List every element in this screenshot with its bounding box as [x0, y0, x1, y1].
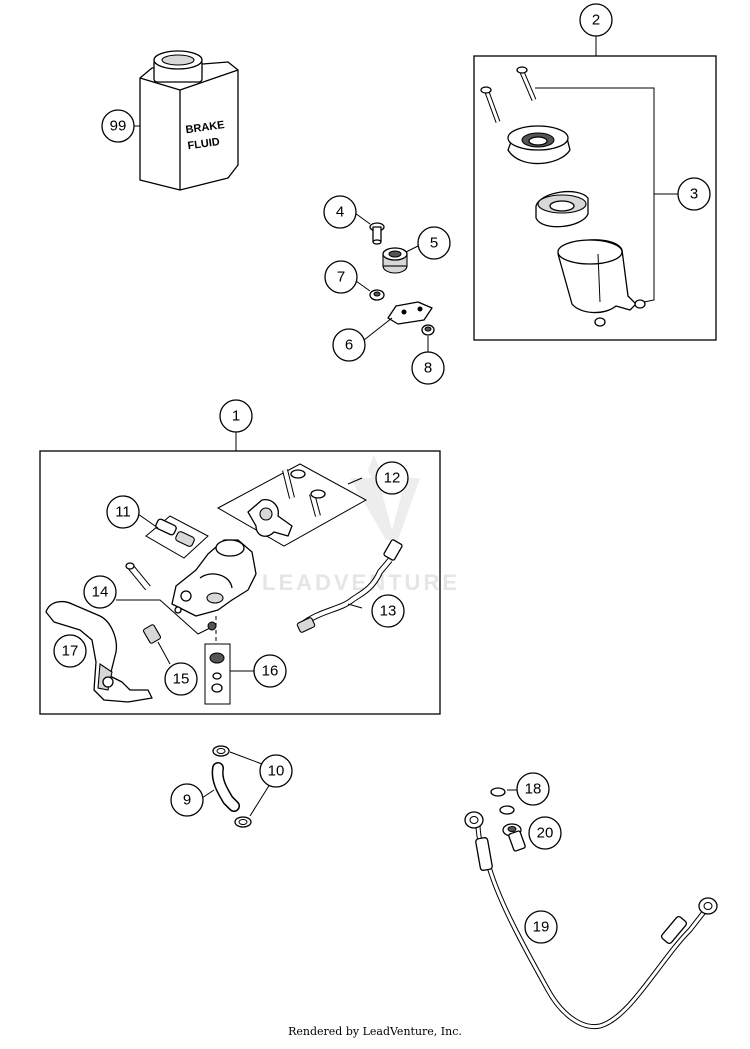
svg-text:12: 12 — [384, 470, 401, 487]
pin-part-14[interactable] — [125, 562, 151, 591]
part-nut-8[interactable] — [421, 324, 435, 336]
brake-fluid-bottle[interactable]: BRAKE FLUID — [139, 50, 239, 191]
callout-4[interactable]: 4 — [323, 195, 357, 229]
callout-11[interactable]: 11 — [106, 495, 140, 529]
callout-2[interactable]: 2 — [579, 3, 613, 37]
callout-15[interactable]: 15 — [164, 662, 198, 696]
piston-part-11[interactable] — [155, 518, 195, 547]
svg-text:15: 15 — [173, 671, 190, 688]
brake-line-19[interactable] — [464, 811, 718, 1030]
adjuster-part-15[interactable] — [142, 624, 162, 644]
master-cylinder-body[interactable] — [171, 539, 257, 617]
seal-part-16[interactable] — [209, 652, 225, 693]
master-cylinder-kit-box — [39, 450, 441, 715]
callout-12[interactable]: 12 — [375, 461, 409, 495]
bottle-label-brake: BRAKE — [185, 119, 225, 136]
callout-1[interactable]: 1 — [219, 399, 253, 433]
svg-text:7: 7 — [337, 269, 345, 286]
callout-20[interactable]: 20 — [528, 816, 562, 850]
leadventure-watermark: LEADVENTURE — [262, 455, 460, 595]
banjo-bolt-20[interactable] — [502, 823, 526, 852]
svg-text:2: 2 — [592, 12, 600, 29]
callout-16[interactable]: 16 — [253, 654, 287, 688]
svg-text:13: 13 — [380, 603, 397, 620]
reservoir-diaphragm[interactable] — [535, 190, 589, 228]
callout-17[interactable]: 17 — [53, 634, 87, 668]
svg-text:19: 19 — [533, 919, 550, 936]
callout-9[interactable]: 9 — [170, 783, 204, 817]
watermark-text: LEADVENTURE — [262, 570, 460, 595]
switch-cable-13[interactable] — [296, 539, 403, 633]
clamp-part-12[interactable] — [247, 469, 326, 537]
callout-7[interactable]: 7 — [324, 260, 358, 294]
pivot-nut[interactable] — [207, 621, 217, 631]
callout-14[interactable]: 14 — [83, 575, 117, 609]
hose-clamps-10[interactable] — [212, 745, 252, 828]
callout-3[interactable]: 3 — [677, 177, 711, 211]
callout-10[interactable]: 10 — [259, 754, 293, 788]
svg-text:16: 16 — [262, 663, 279, 680]
svg-text:9: 9 — [183, 792, 191, 809]
svg-text:1: 1 — [232, 408, 240, 425]
svg-text:8: 8 — [424, 360, 432, 377]
svg-text:18: 18 — [525, 781, 542, 798]
svg-text:17: 17 — [62, 643, 79, 660]
svg-text:4: 4 — [336, 204, 344, 221]
bottle-label-fluid: FLUID — [187, 136, 221, 152]
seal-rings-18[interactable] — [490, 787, 515, 815]
reservoir-cap[interactable] — [507, 125, 571, 165]
svg-text:11: 11 — [115, 504, 131, 521]
svg-text:5: 5 — [430, 235, 438, 252]
callout-5[interactable]: 5 — [417, 226, 451, 260]
callout-8[interactable]: 8 — [411, 351, 445, 385]
callout-6[interactable]: 6 — [332, 328, 366, 362]
callout-19[interactable]: 19 — [524, 910, 558, 944]
footer-credit: Rendered by LeadVenture, Inc. — [288, 1025, 462, 1038]
svg-text:10: 10 — [268, 763, 285, 780]
svg-text:3: 3 — [690, 186, 698, 203]
seal-kit-box — [204, 643, 231, 705]
callout-13[interactable]: 13 — [371, 594, 405, 628]
svg-text:14: 14 — [92, 584, 109, 601]
callout-18[interactable]: 18 — [516, 772, 550, 806]
callout-99[interactable]: 99 — [101, 109, 135, 143]
part-bracket-6[interactable] — [387, 301, 433, 325]
reservoir-screws[interactable] — [480, 66, 537, 123]
reservoir-body[interactable] — [557, 239, 646, 327]
part-screw-4[interactable] — [369, 222, 385, 245]
svg-text:6: 6 — [345, 337, 353, 354]
part-nut-7[interactable] — [369, 289, 385, 301]
hose-part-9[interactable] — [211, 762, 240, 812]
svg-text:20: 20 — [537, 825, 554, 842]
brake-lever-17[interactable] — [45, 600, 153, 703]
part-grommet-5[interactable] — [382, 247, 408, 274]
reservoir-kit-box — [473, 55, 717, 341]
svg-text:99: 99 — [110, 118, 127, 135]
